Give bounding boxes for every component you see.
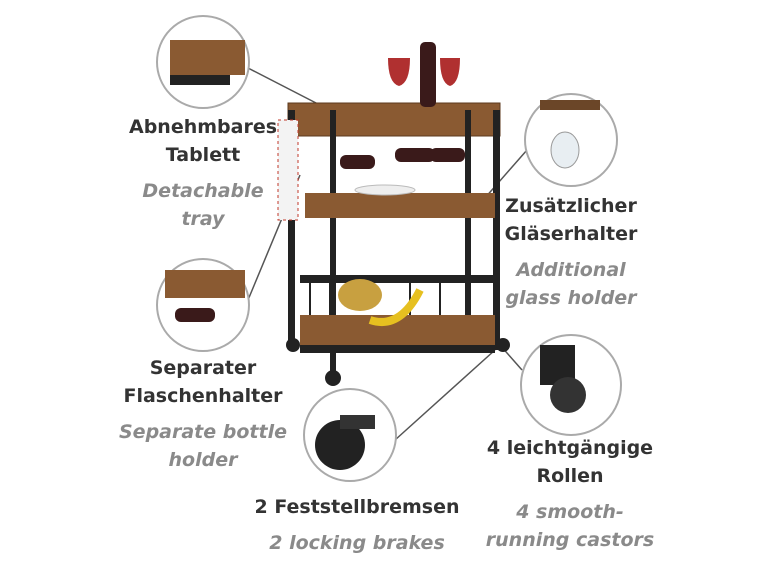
callout-en: 2 locking brakes: [269, 532, 445, 554]
wine-glass: [388, 58, 410, 86]
wine-bottle: [420, 42, 436, 107]
callout-en: Additional: [516, 259, 626, 281]
callout-de: Gläserhalter: [504, 223, 638, 245]
callout-de: Rollen: [536, 465, 604, 487]
callout-bottle-holder: Separater Flaschenhalter Separate bottle…: [83, 354, 323, 474]
callout-de: Zusätzlicher: [505, 195, 637, 217]
callout-tray: Abnehmbares Tablett Detachable tray: [83, 113, 323, 233]
callout-castors: 4 leichtgängige Rollen 4 smooth- running…: [450, 434, 690, 554]
plates: [354, 184, 416, 196]
tray: [287, 102, 501, 137]
callout-en: Separate bottle: [119, 421, 287, 443]
callout-de: Tablett: [165, 144, 241, 166]
callout-en: holder: [168, 449, 238, 471]
callout-en: 4 smooth-: [516, 501, 624, 523]
callout-en: tray: [181, 208, 225, 230]
pineapple: [338, 279, 382, 311]
callout-de: Flaschenhalter: [123, 385, 283, 407]
wine-glass: [440, 58, 460, 86]
callout-brakes: 2 Feststellbremsen 2 locking brakes: [237, 493, 477, 557]
middle-shelf: [305, 193, 495, 218]
bananas: [368, 288, 424, 326]
callout-de: Abnehmbares: [128, 116, 278, 138]
cart: [277, 42, 510, 386]
callout-glass-holder: Zusätzlicher Gläserhalter Additional gla…: [451, 192, 691, 312]
callout-de: 4 leichtgängige: [486, 437, 654, 459]
callout-en: glass holder: [505, 287, 637, 309]
callout-de: 2 Feststellbremsen: [254, 496, 460, 518]
callout-en: running castors: [485, 529, 655, 551]
callout-de: Separater: [149, 357, 257, 379]
towel: [277, 119, 299, 221]
tray-detail-wood: [170, 40, 245, 75]
callout-en: Detachable: [142, 180, 264, 202]
detail-circles: [156, 15, 622, 482]
